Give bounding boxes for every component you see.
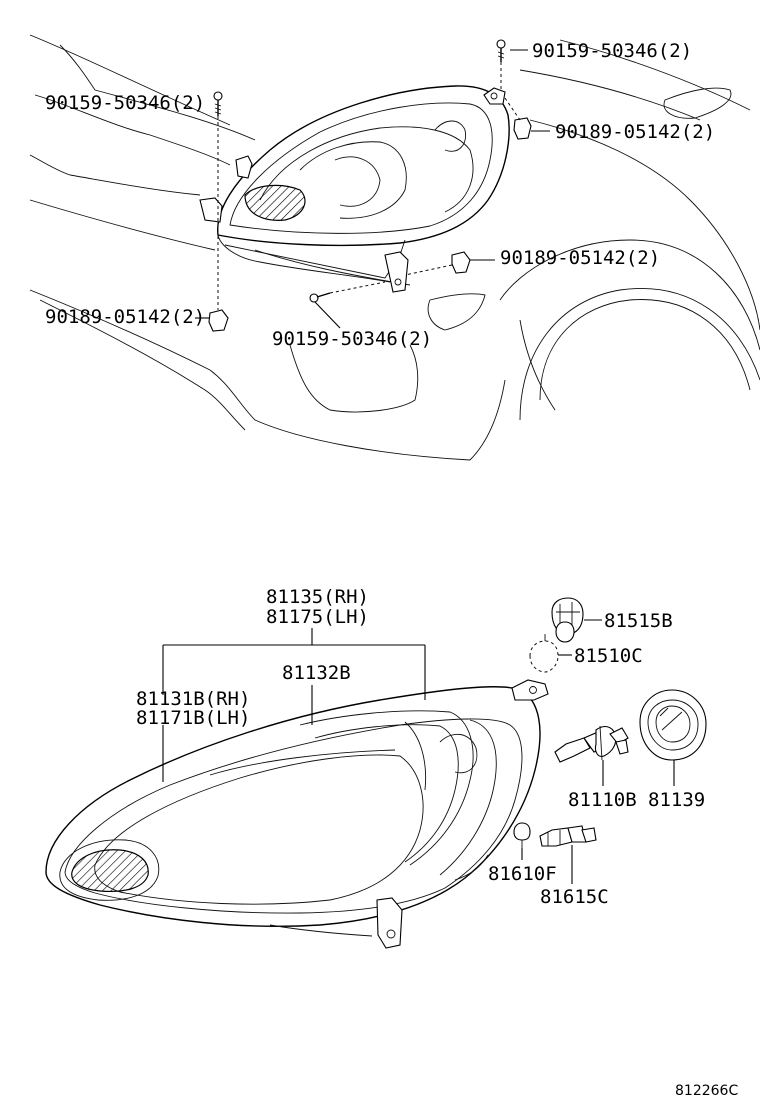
label-cover: 81139 — [648, 789, 705, 811]
leader-clip-right-upper-path — [504, 97, 521, 121]
label-assembly-lh: 81175(LH) — [266, 606, 369, 628]
clip-right-upper-icon — [513, 117, 532, 140]
label-socket-top: 81515B — [604, 610, 673, 632]
clip-left-lower-icon — [208, 309, 229, 332]
clip-right-lower-icon — [451, 251, 471, 274]
label-clip-right-upper: 90189-05142(2) — [555, 121, 715, 143]
socket-small-icon — [539, 825, 597, 847]
cover-icon — [639, 689, 707, 761]
bulb-small-icon — [529, 634, 559, 673]
installed-headlamp — [199, 85, 510, 293]
leader-clip-right-lower-path — [404, 264, 453, 276]
leader-line-5 — [314, 301, 341, 329]
label-assembly-rh: 81135(RH) — [266, 586, 369, 608]
assembly-bracket — [162, 628, 426, 782]
label-socket-small: 81615C — [540, 886, 609, 908]
label-unit-rh: 81131B(RH) — [136, 688, 250, 710]
label-wedge-bulb: 81610F — [488, 863, 557, 885]
socket-top-icon — [551, 597, 584, 643]
figure-code: 812266C — [675, 1083, 738, 1099]
label-bulb-small: 81510C — [574, 645, 643, 667]
headlamp-unit — [45, 679, 549, 949]
bolt-top-left-icon — [213, 91, 223, 116]
label-headlamp-bulb: 81110B — [568, 789, 637, 811]
label-bolt-top-left: 90159-50346(2) — [45, 92, 205, 114]
wedge-bulb-icon — [513, 822, 531, 848]
label-clip-right-lower: 90189-05142(2) — [500, 247, 660, 269]
label-lens: 81132B — [282, 662, 351, 684]
label-clip-left-lower: 90189-05142(2) — [45, 306, 205, 328]
headlamp-bulb-icon — [554, 725, 629, 763]
label-bolt-top-right: 90159-50346(2) — [532, 40, 692, 62]
label-bolt-bottom-center: 90159-50346(2) — [272, 328, 432, 350]
vehicle-body-outline — [29, 34, 760, 461]
label-unit-lh: 81171B(LH) — [136, 707, 250, 729]
leader-bolt-bottom-path — [329, 281, 386, 294]
bolt-top-right-icon — [496, 39, 506, 62]
bolt-bottom-center-icon — [309, 292, 331, 303]
